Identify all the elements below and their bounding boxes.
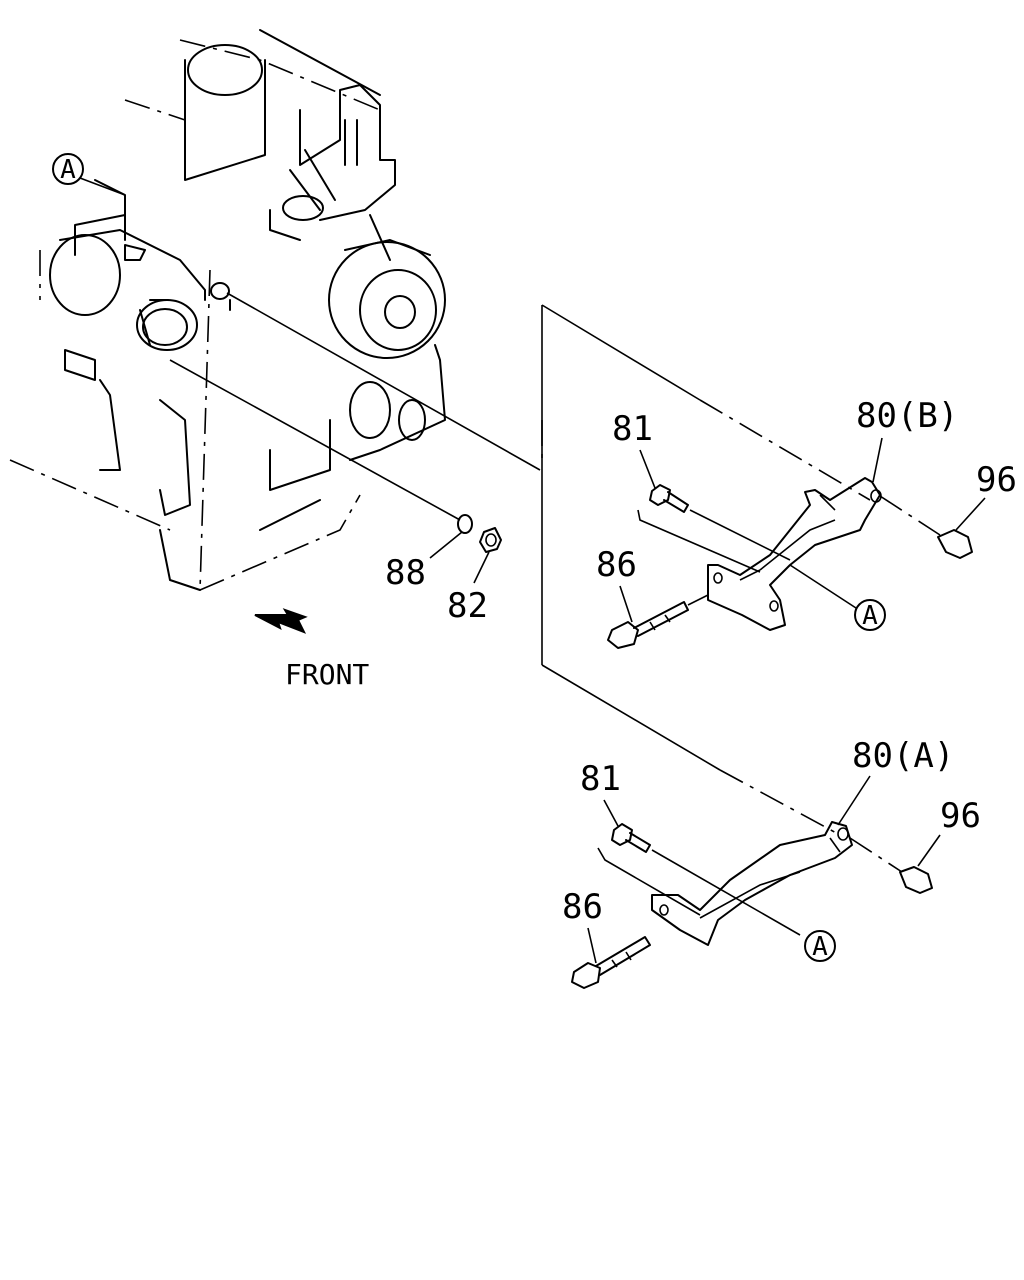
upper-bolt-96 [937, 529, 973, 559]
upper-bracket [707, 477, 881, 631]
lower-bolt-96-label: 96 [940, 796, 981, 836]
leader-line [169, 359, 461, 521]
upper-bolt-86 [607, 621, 639, 649]
front-arrow: FRONT [254, 608, 369, 691]
lower-bolt-81 [611, 823, 633, 846]
ref-a-upper: A [862, 601, 878, 631]
upper-bolt-86-label: 86 [596, 545, 637, 585]
lower-bolt-81-label: 81 [580, 759, 621, 799]
ref-a-engine-callout: A [52, 153, 126, 196]
leader-line [226, 292, 541, 471]
lower-bracket-assembly: 80(A) 81 86 96 A [562, 736, 981, 989]
nut-label: 82 [447, 586, 488, 626]
washer-88: 88 [385, 514, 473, 593]
lower-bolt-86-label: 86 [562, 887, 603, 927]
washer-label: 88 [385, 553, 426, 593]
engine-block [9, 29, 446, 591]
arrow-icon [254, 608, 308, 634]
upper-bracket-label: 80(B) [856, 396, 958, 436]
lower-bracket-label: 80(A) [852, 736, 954, 776]
upper-bolt-96-label: 96 [976, 460, 1017, 500]
upper-bolt-81-label: 81 [612, 409, 653, 449]
ref-a-engine: A [60, 155, 76, 185]
lower-bracket [651, 821, 853, 946]
lower-bolt-96 [899, 866, 933, 894]
ref-a-lower: A [812, 932, 828, 962]
nut-82: 82 [447, 527, 502, 626]
upper-bracket-assembly: 80(B) 81 86 96 A [596, 396, 1017, 649]
lower-bolt-86 [571, 962, 601, 989]
upper-bolt-81 [649, 484, 671, 506]
front-label: FRONT [285, 658, 369, 691]
